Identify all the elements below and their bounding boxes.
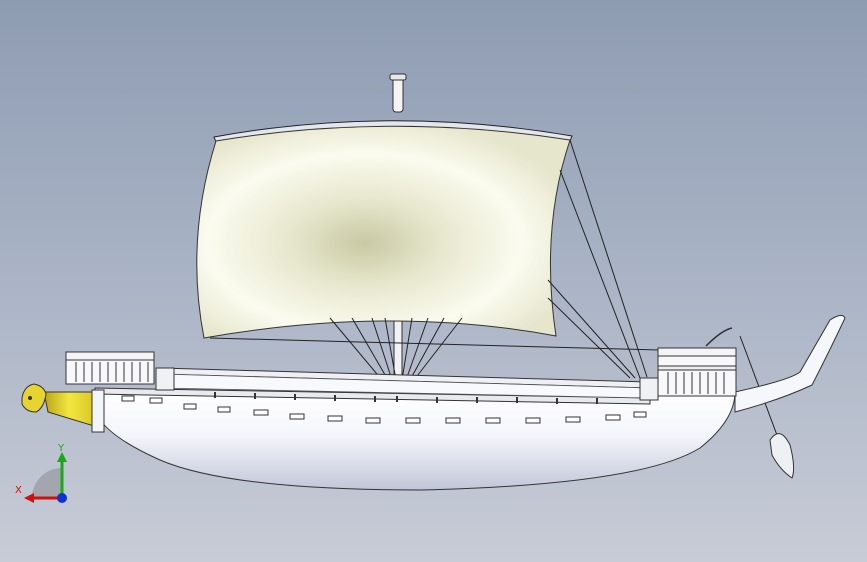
- view-triad[interactable]: [24, 452, 67, 503]
- triad-x-label: X: [15, 485, 22, 496]
- steering-oar[interactable]: [769, 433, 795, 479]
- stanchions: [214, 392, 598, 404]
- oar-ports: [121, 395, 647, 424]
- triad-y-label: Y: [58, 443, 65, 454]
- bow-cabin[interactable]: [65, 351, 175, 391]
- stern-post: [734, 314, 846, 413]
- sail[interactable]: [196, 125, 571, 339]
- mast: [389, 73, 407, 383]
- stern-cabin[interactable]: [639, 327, 737, 401]
- figurehead[interactable]: [21, 383, 105, 433]
